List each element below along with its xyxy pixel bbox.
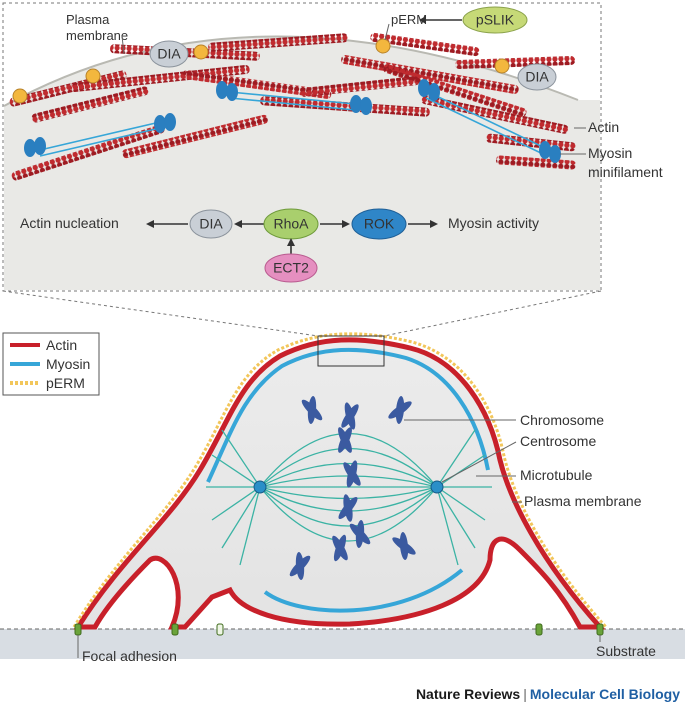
inset-plasma-membrane bbox=[3, 35, 579, 107]
footer-separator: | bbox=[523, 686, 527, 702]
substrate-label: Substrate bbox=[596, 643, 656, 659]
rok-label: ROK bbox=[364, 216, 395, 232]
myosin-label-1: Myosin bbox=[588, 145, 632, 161]
zoom-line-left bbox=[2, 290, 319, 337]
focal-adhesion-label: Focal adhesion bbox=[82, 648, 177, 664]
centrosome-label: Centrosome bbox=[520, 433, 596, 449]
legend-perm: pERM bbox=[46, 375, 85, 391]
plasma-membrane-cell-label: Plasma membrane bbox=[524, 493, 642, 509]
cell-myosin-cortex bbox=[206, 347, 490, 483]
inset-dia-right: DIA bbox=[517, 63, 557, 91]
pathway: Actin nucleation DIA RhoA ROK Myosin act… bbox=[20, 208, 539, 283]
myosin-activity-label: Myosin activity bbox=[448, 215, 539, 231]
pslik-label: pSLIK bbox=[476, 12, 515, 28]
rok-node: ROK bbox=[351, 208, 407, 240]
legend-actin: Actin bbox=[46, 337, 77, 353]
centrosome-left bbox=[253, 480, 267, 494]
centrosome-right bbox=[430, 480, 444, 494]
mitotic-spindle bbox=[206, 429, 492, 566]
substrate bbox=[0, 628, 685, 659]
inset-dia-top: DIA bbox=[149, 40, 189, 68]
legend: Actin Myosin pERM bbox=[2, 332, 100, 396]
pslik-node: pSLIK bbox=[462, 6, 528, 34]
inset-myosin-minifilaments bbox=[39, 91, 546, 157]
plasma-membrane-label-1: Plasma bbox=[66, 12, 110, 27]
microtubule-label: Microtubule bbox=[520, 467, 593, 483]
ect2-node: ECT2 bbox=[264, 253, 318, 283]
zoom-region-box bbox=[317, 335, 385, 367]
mitotic-cell bbox=[72, 332, 608, 636]
perm-label: pERM bbox=[391, 12, 427, 27]
rhoa-node: RhoA bbox=[263, 208, 319, 240]
pathway-dia-label: DIA bbox=[199, 216, 223, 232]
inset-myosin-heads bbox=[24, 79, 561, 163]
chromosomes bbox=[289, 396, 416, 580]
myosin-label-2: minifilament bbox=[588, 164, 663, 180]
publisher-name: Nature Reviews bbox=[415, 686, 521, 702]
inset-dia-top-label: DIA bbox=[157, 46, 181, 62]
pathway-dia-node: DIA bbox=[189, 209, 233, 239]
inset-perm-molecules bbox=[12, 38, 510, 104]
ect2-label: ECT2 bbox=[273, 260, 309, 276]
footer-credit: Nature Reviews|Molecular Cell Biology bbox=[0, 686, 680, 702]
focal-adhesions bbox=[74, 623, 604, 636]
cell-myosin-bottom bbox=[263, 568, 464, 613]
cell-cortex bbox=[73, 337, 606, 630]
cell-perm-outline bbox=[72, 332, 608, 629]
cell-labels: Chromosome Centrosome Microtubule Plasma… bbox=[77, 412, 656, 664]
chromosome-label: Chromosome bbox=[520, 412, 604, 428]
inset-dia-right-label: DIA bbox=[525, 69, 549, 85]
journal-name: Molecular Cell Biology bbox=[529, 686, 680, 702]
zoom-line-right bbox=[383, 290, 602, 337]
actin-nucleation-label: Actin nucleation bbox=[20, 215, 119, 231]
actin-label: Actin bbox=[588, 119, 619, 135]
legend-myosin: Myosin bbox=[46, 356, 90, 372]
inset-panel: DIA DIA pSLIK Plasma membrane pERM Actin… bbox=[2, 2, 663, 292]
plasma-membrane-label-2: membrane bbox=[66, 28, 128, 43]
rhoa-label: RhoA bbox=[273, 216, 309, 232]
